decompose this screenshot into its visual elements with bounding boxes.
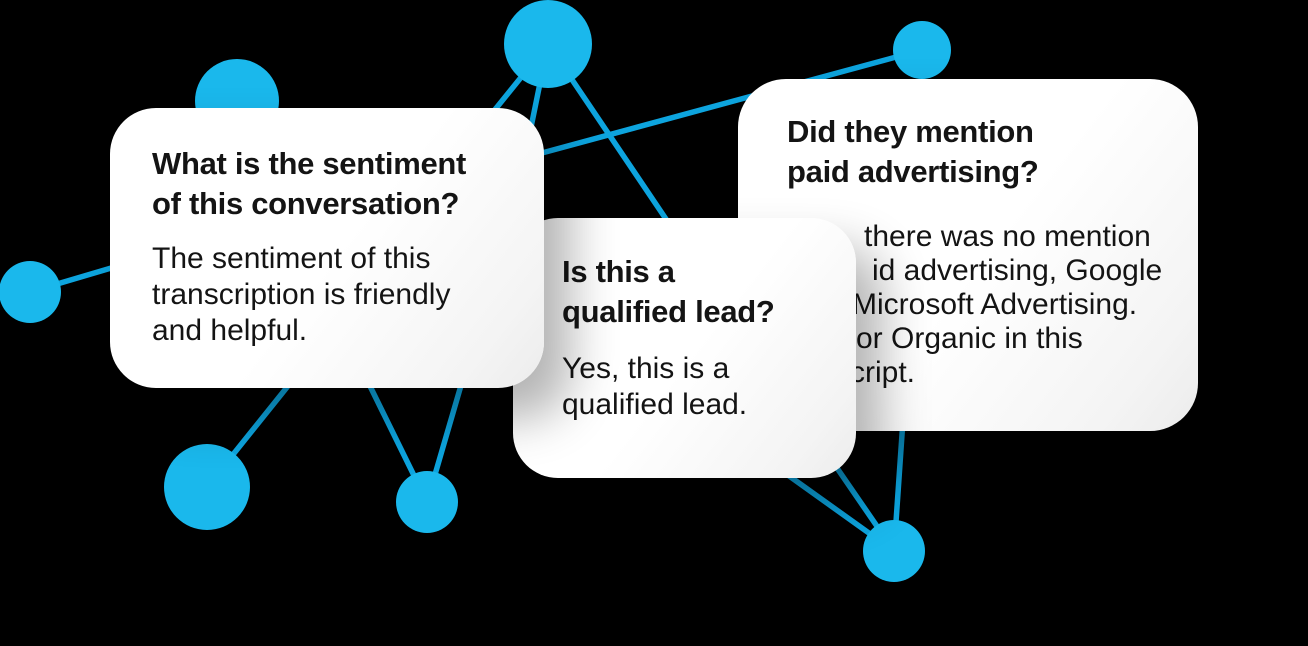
- network-node: [504, 0, 592, 88]
- network-node: [164, 444, 250, 530]
- network-node: [863, 520, 925, 582]
- question-line: Is this a: [562, 254, 675, 289]
- question-text: Is this a qualified lead?: [562, 252, 775, 332]
- answer-fragment: cript.: [850, 356, 916, 389]
- answer-fragment: or Organic in this: [856, 322, 1083, 355]
- answer-text: The sentiment of this transcription is f…: [152, 241, 450, 349]
- answer-line: transcription is friendly: [152, 278, 451, 311]
- question-line: paid advertising?: [787, 154, 1039, 189]
- answer-fragment: id advertising, Google: [872, 254, 1163, 287]
- answer-line: Yes, this is a: [562, 352, 730, 385]
- card-sentiment: What is the sentiment of this conversati…: [110, 108, 544, 388]
- answer-line: and helpful.: [152, 314, 308, 347]
- question-text: What is the sentiment of this conversati…: [152, 144, 466, 224]
- answer-text: Yes, this is a qualified lead.: [562, 351, 747, 423]
- question-line: of this conversation?: [152, 186, 460, 221]
- network-node: [893, 21, 951, 79]
- answer-line: The sentiment of this: [152, 242, 431, 275]
- question-text: Did they mention paid advertising?: [787, 112, 1039, 192]
- card-qualified-lead: Is this a qualified lead? Yes, this is a…: [513, 218, 856, 478]
- answer-fragment: Microsoft Advertising.: [852, 288, 1138, 321]
- question-line: What is the sentiment: [152, 146, 467, 181]
- network-node: [396, 471, 458, 533]
- question-line: qualified lead?: [562, 294, 775, 329]
- answer-fragment: there was no mention: [864, 220, 1151, 253]
- question-line: Did they mention: [787, 114, 1034, 149]
- answer-line: qualified lead.: [562, 388, 748, 421]
- network-edge: [502, 47, 925, 166]
- network-node: [0, 261, 61, 323]
